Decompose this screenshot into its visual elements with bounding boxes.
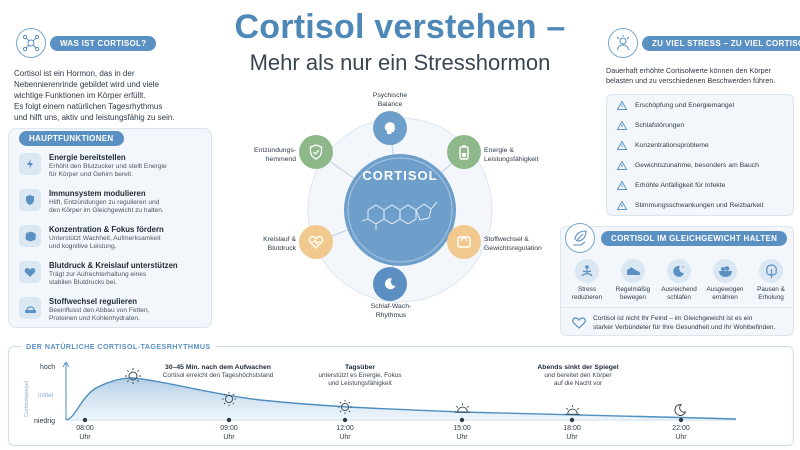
- stress-symptom-list: Erschöpfung und Energiemangel Schlafstör…: [606, 94, 794, 216]
- tree-icon: [759, 259, 783, 283]
- cortisol-diagram: [307, 117, 493, 303]
- node-label-stoffwechsel: Stoffwechsel &Gewichtsregulation: [484, 236, 542, 252]
- moon-icon: [373, 267, 407, 301]
- y-low-label: niedrig: [34, 418, 56, 425]
- list-item: Konzentrationsprobleme: [617, 141, 709, 150]
- was-ist-heading: WAS IST CORTISOL?: [50, 36, 157, 51]
- was-ist-text: Cortisol ist ein Hormon, das in der Nebe…: [14, 69, 175, 122]
- list-item: Gewichtszunahme, besonders am Bauch: [617, 161, 759, 170]
- node-label-energie: Energie &Leistungsfähigkeit: [484, 147, 539, 163]
- meditation-icon: [575, 259, 599, 283]
- lightning-icon: [19, 153, 41, 175]
- molecule-icon: [16, 28, 46, 58]
- sun-icon: [221, 391, 237, 407]
- stressed-person-icon: [608, 28, 638, 58]
- list-item: Erhöhte Anfälligkeit für Infekte: [617, 181, 725, 190]
- y-high-label: hoch: [40, 364, 56, 371]
- y-axis-title: Cortisolspiegel: [24, 380, 30, 418]
- zu-viel-text: Dauerhaft erhöhte Cortisolwerte können d…: [606, 66, 776, 85]
- list-item: Erschöpfung und Energiemangel: [617, 101, 734, 110]
- warning-icon: [617, 181, 627, 190]
- list-item: Stimmungsschwankungen und Reizbarkeit: [617, 201, 763, 210]
- sunset-icon: [454, 403, 471, 413]
- rhythm-curve: [62, 361, 737, 423]
- warning-icon: [617, 121, 627, 130]
- warning-icon: [617, 161, 627, 170]
- annotation-evening: Abends sinkt der Spiegel und bereitet de…: [537, 364, 619, 387]
- annotation-peak: 30–45 Min. nach dem Aufwachen Cortisol e…: [162, 364, 274, 379]
- leaf-hand-icon: [565, 223, 595, 253]
- heartbeat-icon: [299, 225, 333, 259]
- scale-icon: [447, 225, 481, 259]
- svg-text:z: z: [682, 264, 684, 269]
- cortisol-hub-label: CORTISOL: [362, 168, 438, 183]
- shoe-icon: [621, 259, 645, 283]
- shield-check-icon: [299, 135, 333, 169]
- moon-icon: [674, 403, 687, 416]
- warning-icon: [617, 201, 627, 210]
- head-icon: [373, 111, 407, 145]
- brain-icon: [19, 225, 41, 247]
- node-label-kreislauf: Kreislauf &Blutdruck: [263, 236, 296, 252]
- node-label-schlaf: Schlaf-Wach-Rhythmus: [370, 303, 412, 319]
- hauptfunktionen-heading: HAUPTFUNKTIONEN: [19, 131, 124, 146]
- page-title: Cortisol verstehen –: [234, 8, 566, 46]
- gleichgewicht-note: Cortisol ist nicht Ihr Feind – im Gleich…: [593, 315, 776, 331]
- shield-icon: [19, 189, 41, 211]
- sun-peak-icon: [125, 368, 141, 384]
- bowl-icon: [713, 259, 737, 283]
- y-mid-label: mittel: [38, 392, 54, 399]
- heart-icon: [19, 261, 41, 283]
- zu-viel-heading: ZU VIEL STRESS – ZU VIEL CORTISOL: [642, 36, 800, 51]
- sunset-icon: [564, 405, 581, 415]
- rhythm-heading: DER NATÜRLICHE CORTISOL-TAGESRHYTHMUS: [22, 342, 215, 351]
- scale-icon: [19, 297, 41, 319]
- list-item: Schlafstörungen: [617, 121, 684, 130]
- heart-hand-icon: [572, 317, 586, 329]
- battery-icon: [447, 135, 481, 169]
- annotation-day: Tagsüber unterstützt es Energie, Fokus u…: [318, 364, 402, 387]
- sleep-icon: z: [667, 259, 691, 283]
- balance-item: Pausen &Erholung: [749, 259, 793, 302]
- sun-icon: [337, 399, 353, 415]
- node-label-entzuendung: Entzündungs-hemmend: [254, 147, 296, 163]
- warning-icon: [617, 141, 627, 150]
- gleichgewicht-heading: CORTISOL IM GLEICHGEWICHT HALTEN: [601, 231, 788, 246]
- page-subtitle: Mehr als nur ein Stresshormon: [249, 50, 551, 75]
- warning-icon: [617, 101, 627, 110]
